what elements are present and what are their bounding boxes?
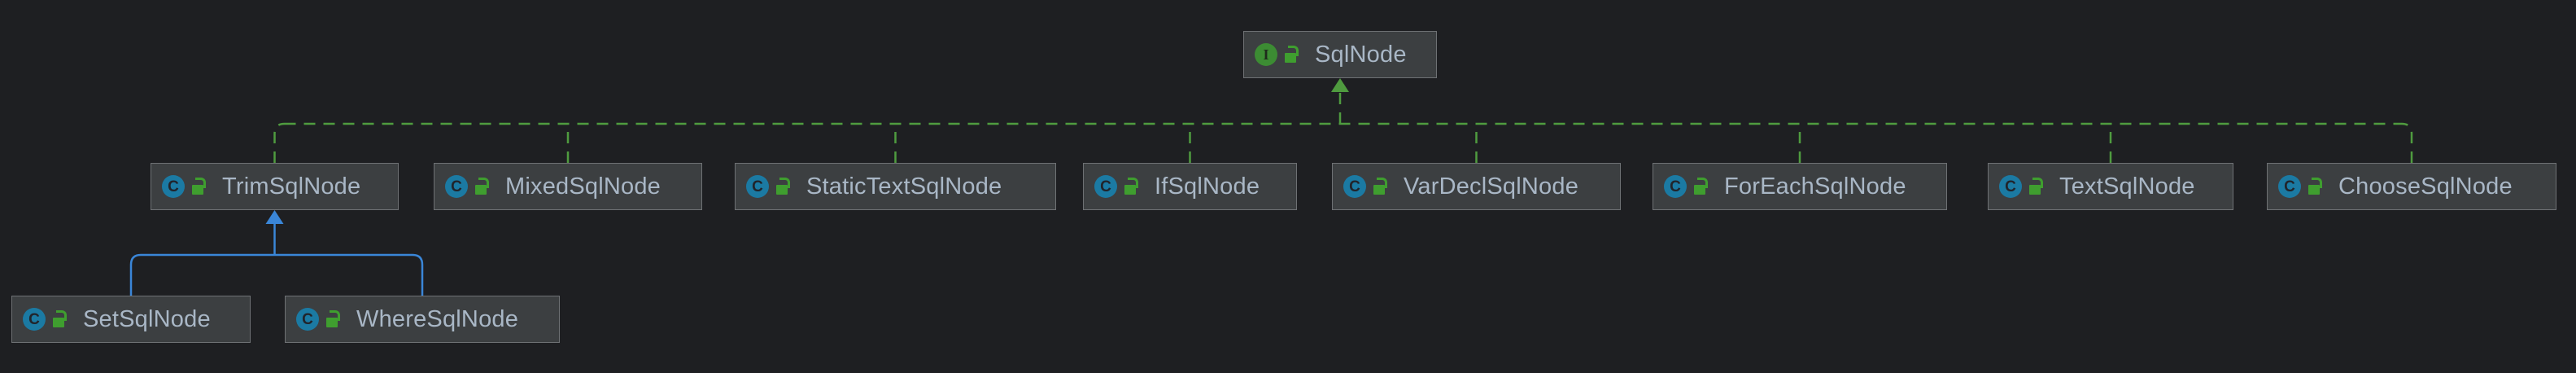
unlocked-padlock-icon — [326, 310, 343, 328]
node-label: VarDeclSqlNode — [1404, 173, 1579, 200]
class-icon: C — [1343, 175, 1366, 198]
class-icon: C — [1999, 175, 2022, 198]
kind-glyph: C — [1349, 178, 1360, 195]
node-label: MixedSqlNode — [505, 173, 661, 200]
padlock-body — [1373, 185, 1385, 195]
interface-icon: I — [1255, 43, 1277, 66]
unlocked-padlock-icon — [1285, 46, 1301, 64]
node-sqlnode[interactable]: I SqlNode — [1243, 31, 1437, 78]
node-label: ChooseSqlNode — [2338, 173, 2513, 200]
node-textsqlnode[interactable]: C TextSqlNode — [1988, 163, 2233, 210]
edge-trimsqlnode-to-sqlnode — [273, 122, 285, 163]
padlock-body — [53, 318, 64, 327]
kind-glyph: C — [2284, 178, 2295, 195]
node-label: StaticTextSqlNode — [806, 173, 1002, 200]
padlock-body — [192, 185, 203, 195]
padlock-body — [475, 185, 487, 195]
padlock-body — [2308, 185, 2320, 195]
node-label: SqlNode — [1315, 41, 1407, 68]
kind-glyph: C — [1100, 178, 1111, 195]
unlocked-padlock-icon — [1124, 178, 1141, 195]
node-ifsqlnode[interactable]: C IfSqlNode — [1083, 163, 1297, 210]
kind-glyph: C — [302, 310, 313, 328]
node-foreachsqlnode[interactable]: C ForEachSqlNode — [1653, 163, 1947, 210]
node-label: ForEachSqlNode — [1724, 173, 1906, 200]
class-icon: C — [746, 175, 769, 198]
edge-wheresqlnode-to-trimsqlnode — [412, 253, 424, 296]
node-setsqlnode[interactable]: C SetSqlNode — [11, 296, 251, 343]
node-choosesqlnode[interactable]: C ChooseSqlNode — [2267, 163, 2556, 210]
unlocked-padlock-icon — [192, 178, 208, 195]
padlock-body — [776, 185, 788, 195]
padlock-shackle — [330, 310, 340, 321]
kind-glyph: C — [752, 178, 763, 195]
unlocked-padlock-icon — [53, 310, 69, 328]
kind-glyph: I — [1263, 46, 1269, 63]
node-vardeclsqlnode[interactable]: C VarDeclSqlNode — [1332, 163, 1621, 210]
padlock-shackle — [2312, 178, 2322, 188]
unlocked-padlock-icon — [1373, 178, 1390, 195]
padlock-shackle — [1288, 46, 1299, 56]
unlocked-padlock-icon — [2308, 178, 2325, 195]
class-icon: C — [1094, 175, 1117, 198]
class-icon: C — [296, 308, 319, 331]
kind-glyph: C — [28, 310, 40, 328]
unlocked-padlock-icon — [2029, 178, 2046, 195]
kind-glyph: C — [1670, 178, 1681, 195]
class-icon: C — [162, 175, 185, 198]
padlock-shackle — [1697, 178, 1708, 188]
class-icon: C — [1664, 175, 1687, 198]
arrowhead-trimsqlnode — [265, 210, 284, 224]
class-icon: C — [2278, 175, 2301, 198]
padlock-body — [1124, 185, 1136, 195]
padlock-body — [326, 318, 338, 327]
node-label: TrimSqlNode — [222, 173, 361, 200]
node-trimsqlnode[interactable]: C TrimSqlNode — [151, 163, 399, 210]
padlock-body — [2029, 185, 2041, 195]
class-icon: C — [23, 308, 46, 331]
edge-setsqlnode-to-trimsqlnode — [129, 253, 142, 296]
node-label: WhereSqlNode — [356, 305, 519, 332]
node-wheresqlnode[interactable]: C WhereSqlNode — [285, 296, 560, 343]
padlock-shackle — [478, 178, 489, 188]
kind-glyph: C — [2005, 178, 2016, 195]
unlocked-padlock-icon — [776, 178, 792, 195]
edge-choosesqlnode-to-sqlnode — [2401, 122, 2413, 163]
padlock-body — [1285, 53, 1296, 63]
node-label: SetSqlNode — [83, 305, 211, 332]
arrowhead-sqlnode — [1331, 78, 1349, 92]
unlocked-padlock-icon — [1694, 178, 1710, 195]
node-label: TextSqlNode — [2059, 173, 2195, 200]
node-label: IfSqlNode — [1155, 173, 1260, 200]
node-statictextsqlnode[interactable]: C StaticTextSqlNode — [735, 163, 1056, 210]
unlocked-padlock-icon — [475, 178, 491, 195]
padlock-shackle — [1128, 178, 1138, 188]
padlock-body — [1694, 185, 1705, 195]
padlock-shackle — [56, 310, 67, 321]
kind-glyph: C — [168, 178, 179, 195]
node-mixedsqlnode[interactable]: C MixedSqlNode — [434, 163, 702, 210]
padlock-shackle — [1377, 178, 1387, 188]
padlock-shackle — [195, 178, 206, 188]
padlock-shackle — [779, 178, 790, 188]
padlock-shackle — [2032, 178, 2043, 188]
kind-glyph: C — [451, 178, 462, 195]
class-icon: C — [445, 175, 468, 198]
